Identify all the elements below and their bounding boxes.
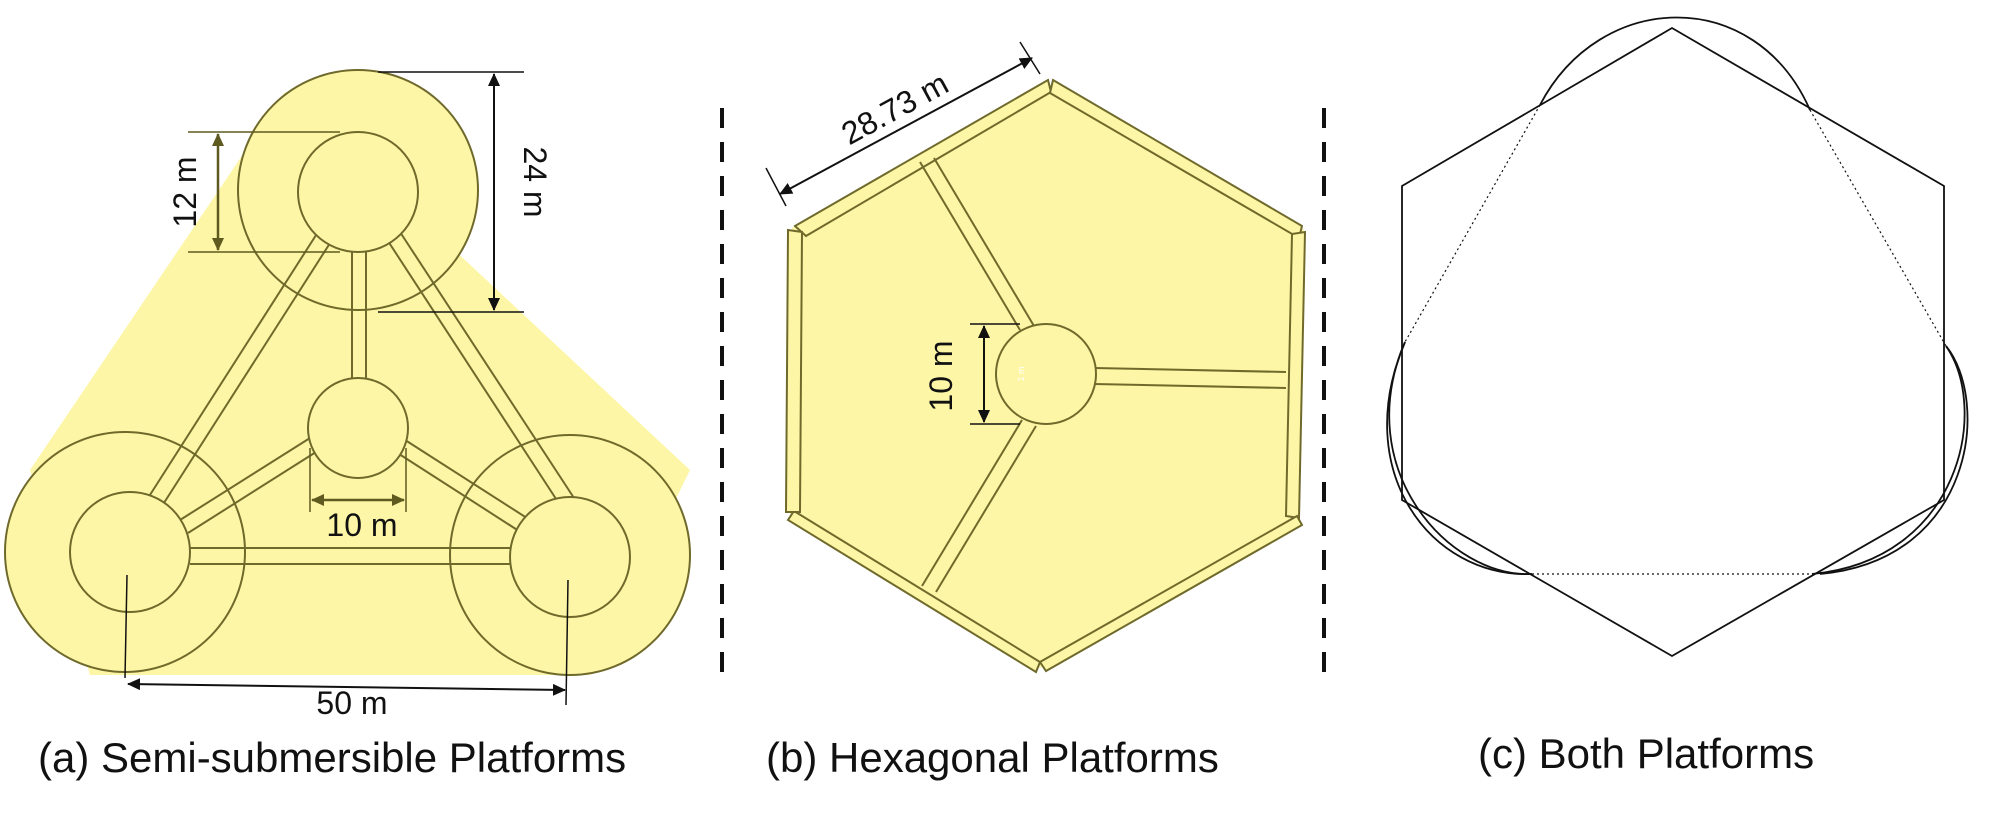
overlay-hexagon [1401,26,1945,658]
inner-column-left [69,491,191,613]
caption-b: (b) Hexagonal Platforms [766,734,1219,781]
dim-10m-b: 10 m [923,323,1020,425]
inner-column-top [297,131,419,253]
panel-b-hexagonal: 1 m 10 m 28.73 m (b) Hexagonal Platforms [765,41,1307,781]
inner-column-right [509,496,631,618]
panel-c-both: (c) Both Platforms [1386,16,1969,777]
hex-edge-bottom-right [1038,514,1304,673]
hex-center-tiny-label: 1 m [1016,366,1026,381]
dim-12m: 12 m [167,131,340,253]
dim-10m-b-label: 10 m [923,340,959,411]
overlay-rounded-triangle-lobes [1386,341,1969,575]
dim-24m-label: 24 m [517,146,553,217]
dim-50m-label: 50 m [316,685,387,721]
braces [147,231,575,565]
dim-24m: 24 m [378,71,553,313]
dim-50m: 50 m [124,574,569,721]
overlay-triangle-dotted-edges [1404,104,1947,575]
caption-c: (c) Both Platforms [1478,730,1814,777]
center-column [307,377,409,479]
hex-edge-left [784,228,804,513]
panel-a-semi-submersible: 12 m 24 m 10 m 50 m (a) Semi-submersible… [4,69,691,781]
dim-10m-a: 10 m [309,448,407,543]
hex-center-column [995,323,1097,425]
dim-12m-label: 12 m [167,156,203,227]
dim-10m-a-label: 10 m [326,507,397,543]
overlay-rounded-triangle-solid [1388,16,1966,575]
caption-a: (a) Semi-submersible Platforms [38,734,626,781]
hex-edge-bottom-left [786,509,1042,674]
dim-28m-label: 28.73 m [835,65,954,152]
